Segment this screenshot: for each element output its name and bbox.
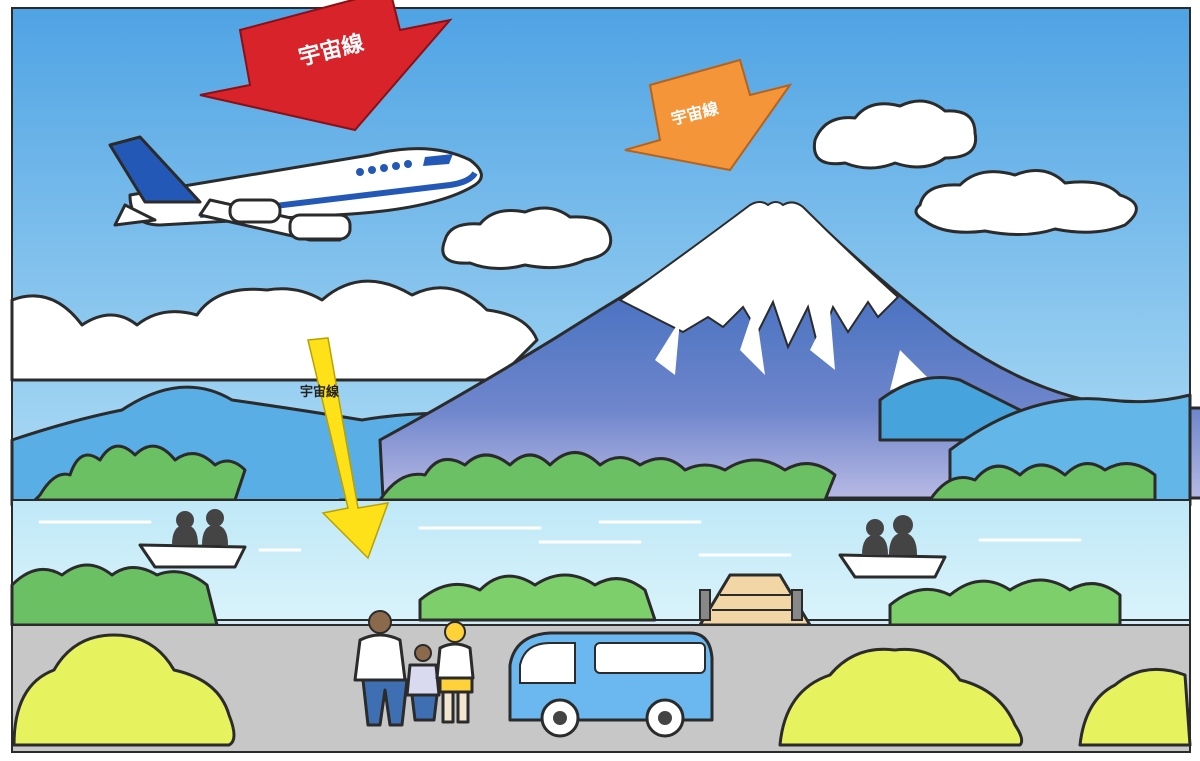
airplane-icon bbox=[108, 135, 483, 242]
forest bbox=[33, 444, 247, 502]
cloud-icon bbox=[10, 279, 539, 382]
foreground-bush bbox=[778, 647, 1024, 747]
bus-icon bbox=[508, 631, 714, 738]
cloud-icon bbox=[914, 169, 1138, 237]
people-icon bbox=[353, 610, 475, 727]
foreground-bush bbox=[1078, 667, 1192, 747]
cloud-icon bbox=[812, 99, 978, 170]
shore-trees bbox=[418, 573, 657, 622]
forest bbox=[928, 462, 1157, 502]
cosmic-ray-arrow-yellow: 宇宙線 bbox=[300, 337, 390, 560]
cosmic-ray-arrow-red: 宇宙線 bbox=[199, 0, 453, 132]
forest bbox=[338, 451, 837, 502]
cloud-icon bbox=[441, 206, 613, 270]
boat-icon bbox=[138, 509, 247, 569]
boat-icon bbox=[838, 515, 947, 579]
cosmic-ray-arrow-orange: 宇宙線 bbox=[624, 58, 793, 172]
shore-trees bbox=[10, 563, 219, 627]
shore-trees bbox=[888, 578, 1122, 627]
yellow-arrow-label: 宇宙線 bbox=[300, 384, 340, 400]
foreground-bush bbox=[12, 633, 236, 747]
